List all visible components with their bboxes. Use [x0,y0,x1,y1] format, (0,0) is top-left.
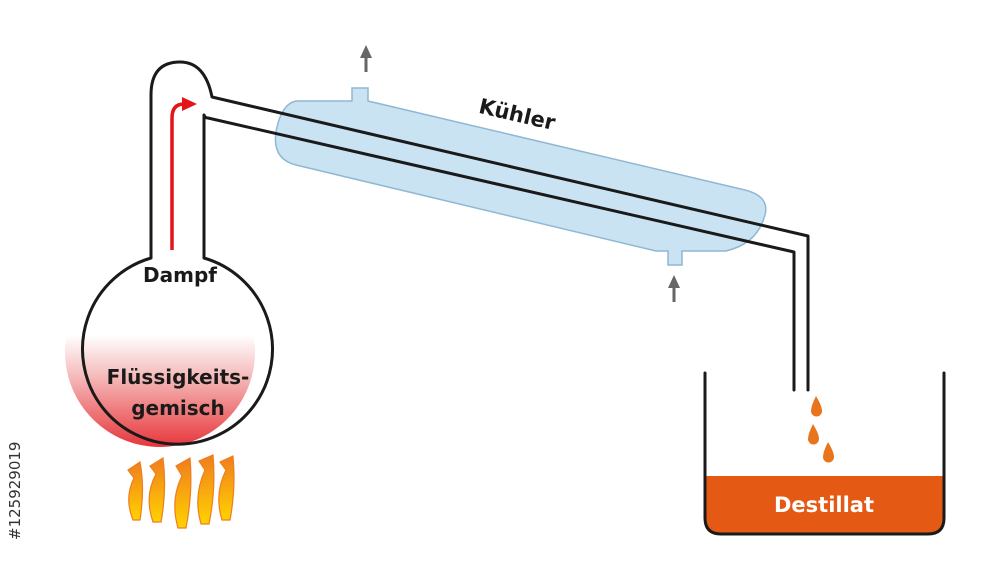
mixture-label-line2: gemisch [131,396,225,420]
flask-outline [81,60,810,446]
mixture-label-line1: Flüssigkeits- [107,365,250,389]
beaker-outline [703,371,946,536]
condenser-jacket [274,87,767,266]
water-outlet-arrow [360,45,372,72]
water-inlet-arrow [668,275,680,302]
distillate-label: Destillat [774,493,874,517]
beaker: Destillat [703,371,946,536]
vapor-arrow [170,97,197,250]
droplet-1 [811,396,822,417]
vapor-label: Dampf [143,263,217,287]
droplet-2 [808,424,819,445]
image-id: #125929019 [6,441,24,540]
distillate-liquid [705,476,944,534]
droplet-3 [823,442,834,463]
flask [81,60,810,446]
flames [127,454,235,529]
condenser: Kühler [274,87,767,266]
droplets [808,396,834,463]
